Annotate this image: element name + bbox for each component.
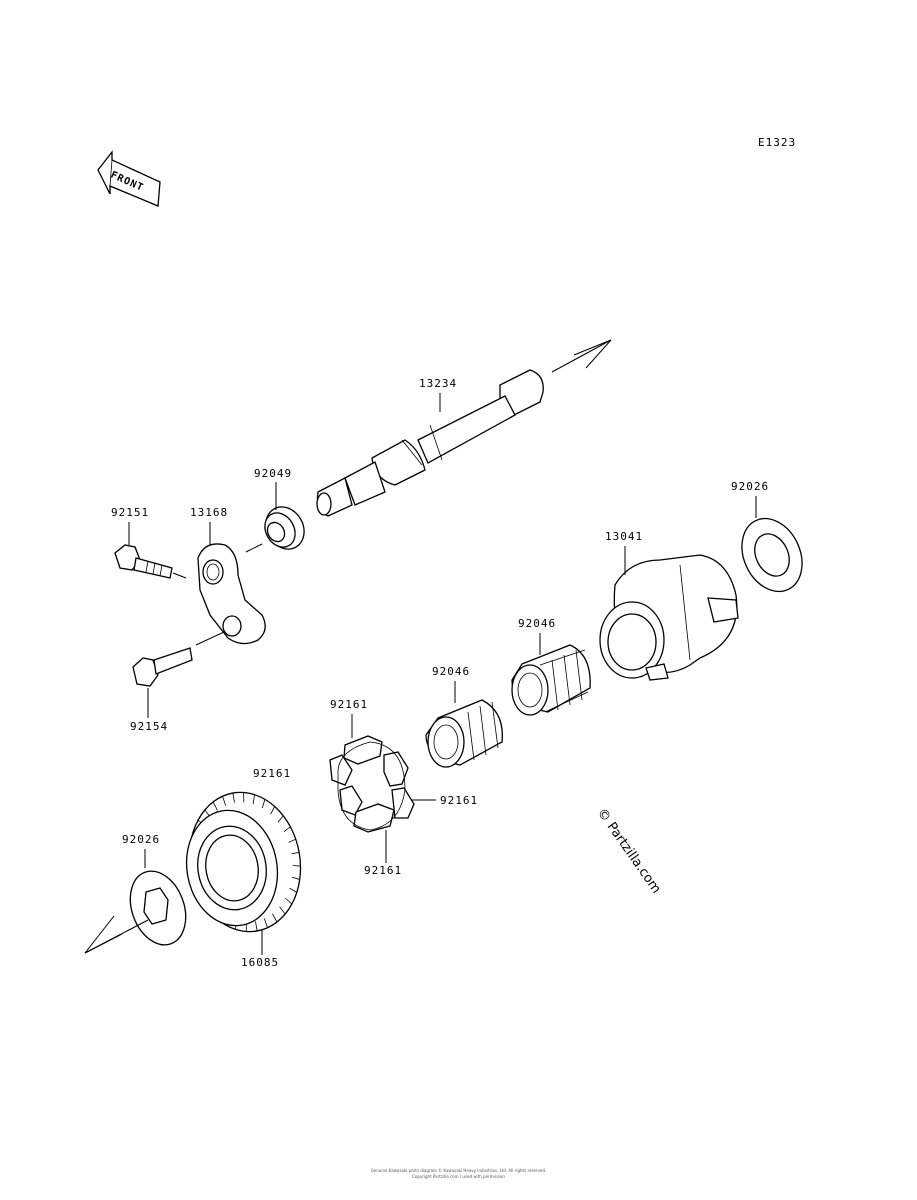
gear-tooth (291, 852, 300, 855)
gear-16085[interactable] (178, 784, 312, 941)
lever-13168[interactable] (197, 543, 266, 645)
gear-tooth (252, 794, 255, 805)
part-label-damper-right: 92161 (440, 794, 478, 807)
bearing-92046-right[interactable] (511, 644, 591, 716)
part-label-washer-right: 92026 (731, 480, 769, 493)
oil-seal-92049[interactable] (258, 500, 311, 556)
gear-tooth (279, 906, 286, 915)
washer-92026-left[interactable] (121, 863, 196, 952)
gear-tooth (277, 815, 284, 823)
part-label-bolt-bottom: 92154 (130, 720, 168, 733)
front-arrow-icon: FRONT (97, 150, 161, 207)
axis-arrow-top (551, 339, 612, 373)
gear-tooth (289, 887, 297, 893)
part-label-lever: 13168 (190, 506, 228, 519)
gear-tooth (285, 897, 293, 905)
diagram-code: E1323 (758, 136, 796, 149)
part-label-bolt-top: 92151 (111, 506, 149, 519)
footer-line-1: Genuine Kawasaki parts diagram © Kawasak… (370, 1168, 547, 1173)
gear-tooth (272, 913, 278, 923)
part-label-hub: 13041 (605, 530, 643, 543)
part-label-damper-left: 92161 (253, 767, 291, 780)
part-label-bearing-left: 92046 (432, 665, 470, 678)
part-label-gear: 16085 (241, 956, 279, 969)
gear-tooth (261, 799, 266, 809)
part-label-oil-seal: 92049 (254, 467, 292, 480)
hub-13041[interactable] (599, 554, 739, 681)
bearing-92046-left[interactable] (425, 699, 503, 768)
gear-tooth (291, 876, 300, 880)
gear-tooth (212, 801, 218, 811)
axis-arrow-bottom (84, 915, 149, 954)
part-label-shaft: 13234 (419, 377, 457, 390)
gear-tooth (283, 826, 291, 833)
bolt-92154[interactable] (132, 647, 193, 687)
part-label-damper-top: 92161 (330, 698, 368, 711)
gear-tooth (270, 806, 276, 815)
gear-tooth (288, 838, 296, 843)
part-label-damper-bottom: 92161 (364, 864, 402, 877)
part-label-washer-left: 92026 (122, 833, 160, 846)
part-label-bearing-right: 92046 (518, 617, 556, 630)
shaft-13234[interactable] (316, 369, 544, 517)
footer: Genuine Kawasaki parts diagram © Kawasak… (0, 1168, 917, 1180)
watermark: © Partzilla.com (594, 806, 664, 897)
washer-92026-right[interactable] (731, 509, 814, 602)
bolt-92151[interactable] (114, 544, 173, 579)
footer-line-2: Copyright Partzilla.com / used with perm… (412, 1174, 505, 1179)
gear-tooth (292, 865, 301, 867)
gear-tooth (222, 796, 227, 806)
gear-tooth (263, 918, 268, 928)
gear-tooth (255, 921, 258, 932)
gear-tooth (232, 792, 235, 803)
damper-rubbers-92161[interactable] (329, 735, 415, 833)
